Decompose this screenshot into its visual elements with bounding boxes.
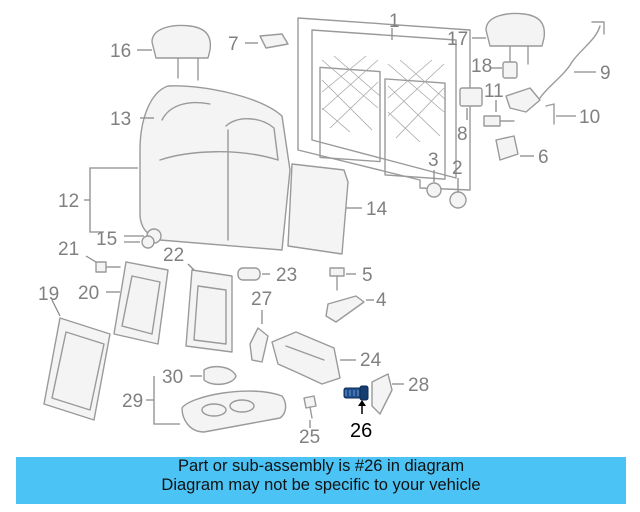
clip-27 (249, 310, 269, 363)
seatback-assembly (139, 85, 291, 251)
callout-14: 14 (366, 199, 388, 220)
callout-12: 12 (58, 191, 79, 212)
callout-13: 13 (110, 109, 131, 130)
release-cable (539, 21, 605, 99)
banner-line-2: Diagram may not be specific to your vehi… (161, 476, 481, 494)
info-banner: Part or sub-assembly is #26 in diagram D… (16, 457, 626, 504)
callout-22: 22 (163, 245, 184, 266)
callout-25: 25 (299, 427, 320, 448)
callout-19: 19 (38, 284, 59, 305)
callout-24: 24 (360, 350, 382, 371)
panel-20 (106, 261, 169, 345)
bushing-23 (237, 267, 270, 281)
callout-12-bracket (84, 167, 138, 233)
callout-21: 21 (58, 239, 79, 260)
callout-6: 6 (538, 147, 549, 168)
screw-21 (85, 255, 121, 273)
bolt-26-highlighted (343, 385, 369, 414)
callout-11: 11 (484, 81, 504, 102)
callout-5: 5 (362, 265, 373, 286)
callout-30: 30 (162, 367, 183, 388)
headrest-left (137, 24, 212, 81)
banner-line-1: Part or sub-assembly is #26 in diagram (177, 457, 465, 475)
callout-26: 26 (350, 420, 372, 442)
callout-18: 18 (471, 56, 492, 77)
bracket-6 (495, 135, 534, 161)
bracket-28 (371, 373, 404, 415)
callout-9: 9 (600, 63, 611, 84)
screw-5 (329, 267, 356, 291)
callout-8: 8 (457, 124, 468, 145)
latch-10 (505, 87, 576, 125)
headrest-right (472, 12, 546, 65)
callout-16: 16 (110, 41, 131, 62)
seat-frame (297, 17, 471, 191)
clip-7 (245, 33, 289, 49)
armrest-29 (146, 376, 287, 433)
switch-8 (459, 87, 483, 120)
callout-3: 3 (428, 150, 439, 171)
callout-17: 17 (447, 29, 468, 50)
bushing-2 (449, 178, 467, 209)
screw-25 (303, 395, 317, 428)
callout-4: 4 (376, 290, 387, 311)
callout-10: 10 (579, 107, 600, 128)
guide-18 (490, 61, 518, 79)
bracket-4 (325, 295, 374, 323)
callout-28: 28 (408, 375, 429, 396)
callout-1: 1 (389, 11, 400, 32)
hinge-24 (271, 331, 356, 385)
callout-15: 15 (96, 229, 117, 250)
parts-diagram: 16 7 1 17 18 9 11 (38, 11, 611, 448)
panel-19 (43, 299, 111, 421)
bolt-11 (483, 100, 515, 127)
callout-7: 7 (228, 34, 239, 55)
clip-15 (124, 228, 162, 249)
callout-27: 27 (251, 289, 272, 310)
pad-14 (287, 163, 362, 255)
callout-23: 23 (276, 265, 297, 286)
bushing-3 (426, 170, 442, 198)
callout-20: 20 (78, 283, 99, 304)
holder-30 (190, 365, 237, 386)
callout-29: 29 (122, 391, 143, 412)
panel-22 (185, 263, 233, 353)
callout-2: 2 (452, 158, 463, 179)
